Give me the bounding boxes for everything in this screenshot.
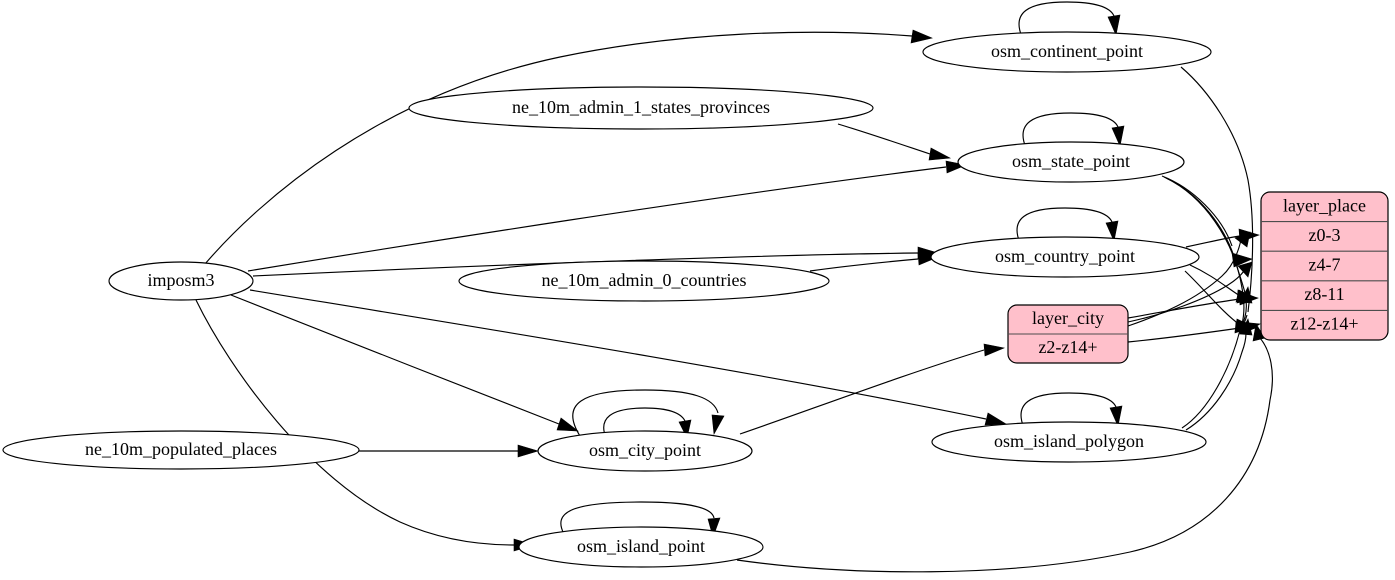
edge-osm_state_point-to-layer_place-z8	[1163, 176, 1246, 294]
node-osm_state_point[interactable]: osm_state_point	[957, 141, 1185, 183]
arrowhead	[711, 414, 725, 435]
node-label-osm_continent_point: osm_continent_point	[991, 41, 1143, 61]
edge-osm_island_polygon-self	[1020, 392, 1117, 429]
edge-imposm3-to-osm_island_polygon	[249, 289, 987, 420]
edge-imposm3-to-osm_island_point	[195, 299, 515, 546]
arrowhead	[1231, 252, 1253, 268]
node-imposm3[interactable]: imposm3	[108, 261, 254, 301]
node-osm_island_point[interactable]: osm_island_point	[518, 526, 764, 568]
edge-osm_island_polygon-to-layer_place-z8	[1181, 300, 1247, 429]
edge-ne_10m_admin_1_states_provinces-to-osm_state_point	[837, 123, 931, 155]
edge-osm_island_point-to-layer_place-z12	[736, 337, 1273, 573]
arrowhead	[928, 147, 952, 161]
arrowhead	[1105, 220, 1119, 242]
arrowhead	[984, 412, 1007, 426]
edge-osm_island_polygon-to-layer_place-z12	[1185, 332, 1247, 431]
node-layer: imposm3 ne_10m_populated_places ne_10m_a…	[2, 31, 1212, 568]
record-row-layer_place-z0-3[interactable]: z0-3	[1309, 225, 1341, 245]
node-label-osm_country_point: osm_country_point	[995, 246, 1135, 266]
edge-layer_city-to-layer_place-z0	[1127, 239, 1242, 327]
arrowhead	[1239, 286, 1253, 304]
node-osm_island_polygon[interactable]: osm_island_polygon	[931, 421, 1207, 463]
node-label-ne_10m_admin_0_countries: ne_10m_admin_0_countries	[542, 270, 747, 290]
edge-imposm3-to-osm_state_point	[247, 166, 947, 272]
edge-osm_city_point-to-layer_city-z2	[739, 349, 985, 435]
arrowhead	[556, 417, 579, 432]
node-label-osm_state_point: osm_state_point	[1012, 151, 1130, 171]
record-row-layer_place-z8-11[interactable]: z8-11	[1304, 284, 1344, 304]
node-label-osm_island_point: osm_island_point	[577, 536, 705, 556]
edge-layer_city-to-layer_place-z8	[1127, 298, 1241, 319]
edge-osm_continent_point-self	[1018, 1, 1115, 38]
node-ne_10m_admin_1_states_provinces[interactable]: ne_10m_admin_1_states_provinces	[408, 86, 874, 130]
arrowhead	[1111, 125, 1125, 147]
record-row-layer_city-header: layer_city	[1032, 308, 1104, 328]
node-label-ne_10m_admin_1_states_provinces: ne_10m_admin_1_states_provinces	[512, 97, 770, 117]
record-row-layer_city-z2-z14[interactable]: z2-z14+	[1038, 337, 1097, 357]
edge-ne_10m_admin_0_countries-to-osm_country_point	[809, 258, 919, 272]
arrowhead	[1234, 231, 1251, 248]
node-osm_continent_point[interactable]: osm_continent_point	[922, 31, 1212, 73]
edge-layer_city-to-layer_place-z4	[1127, 270, 1245, 323]
edge-osm_country_point-to-layer_place-z12	[1184, 270, 1241, 326]
node-ne_10m_populated_places[interactable]: ne_10m_populated_places	[2, 430, 360, 470]
arrowhead	[1109, 405, 1123, 427]
edge-osm_state_point-to-layer_place-z4	[1161, 175, 1233, 247]
edge-osm_country_point-to-layer_place-z0	[1185, 235, 1241, 248]
record-node-layer_city[interactable]: layer_city z2-z14+	[1007, 304, 1129, 364]
record-node-layer_place[interactable]: layer_place z0-3 z4-7 z8-11 z12-z14+	[1260, 191, 1389, 341]
node-label-osm_city_point: osm_city_point	[589, 440, 701, 460]
edge-imposm3-to-osm_city_point	[230, 294, 560, 425]
edge-imposm3-to-osm_continent_point	[204, 31, 913, 265]
node-label-ne_10m_populated_places: ne_10m_populated_places	[85, 439, 277, 459]
edge-layer	[195, 1, 1273, 573]
node-label-osm_island_polygon: osm_island_polygon	[994, 431, 1144, 451]
node-ne_10m_admin_0_countries[interactable]: ne_10m_admin_0_countries	[458, 260, 830, 302]
arrowhead	[983, 343, 1006, 357]
arrowhead	[910, 29, 933, 44]
edge-osm_country_point-self	[1016, 207, 1113, 244]
node-label-imposm3: imposm3	[147, 270, 214, 290]
edge-osm_island_point-self	[560, 501, 715, 535]
arrowhead	[1237, 261, 1253, 278]
arrowhead	[707, 517, 721, 538]
record-node-layer: layer_place z0-3 z4-7 z8-11 z12-z14+ lay…	[1007, 191, 1389, 364]
edge-osm_city_point-self-outer	[572, 389, 719, 437]
arrowhead	[1239, 318, 1253, 336]
edge-layer_city-to-layer_place-z12	[1127, 327, 1241, 343]
node-osm_country_point[interactable]: osm_country_point	[930, 236, 1200, 278]
edge-osm_city_point-self-inner	[603, 407, 686, 439]
record-row-layer_place-z12-z14[interactable]: z12-z14+	[1290, 314, 1358, 334]
record-row-layer_place-z4-7[interactable]: z4-7	[1309, 255, 1341, 275]
record-row-layer_place-header: layer_place	[1283, 196, 1366, 216]
edge-osm_continent_point-to-layer_place-z12	[1180, 66, 1254, 313]
node-osm_city_point[interactable]: osm_city_point	[537, 430, 753, 472]
edge-osm_country_point-to-layer_place-z8	[1189, 264, 1241, 297]
arrowhead	[517, 444, 540, 458]
arrowhead	[1107, 14, 1121, 36]
edge-osm_state_point-self	[1022, 112, 1119, 149]
